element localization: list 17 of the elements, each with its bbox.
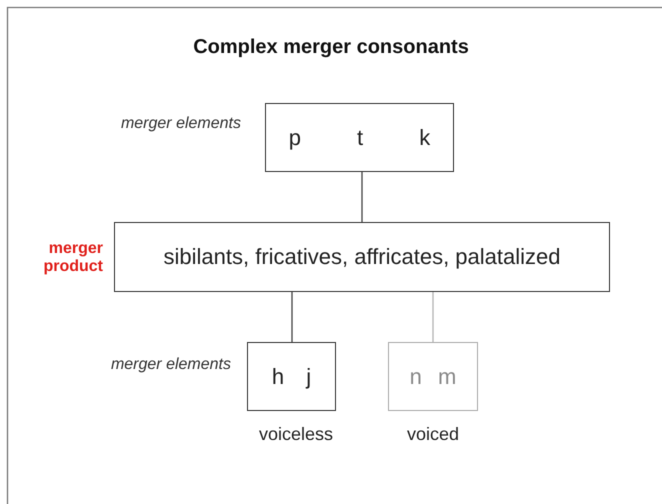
row-label: merger product [42, 240, 103, 277]
row-label: merger elements [110, 356, 231, 374]
node-box [388, 342, 478, 411]
node-box [114, 222, 610, 292]
node-label: sibilants, fricatives, affricates, palatalized [164, 244, 560, 270]
caption-label: voiceless [258, 424, 334, 445]
node-box [247, 342, 336, 411]
diagram-title: Complex merger consonants [192, 36, 470, 59]
connector-line [291, 292, 293, 342]
node-box [265, 103, 454, 172]
row-label: merger elements [120, 115, 241, 134]
caption-label: voiced [406, 424, 460, 445]
letter-group: n m [410, 364, 456, 390]
connector-line [432, 292, 434, 342]
letter-group: h j [272, 364, 312, 390]
letter-group: p t k [288, 124, 430, 150]
connector-line [361, 172, 363, 222]
